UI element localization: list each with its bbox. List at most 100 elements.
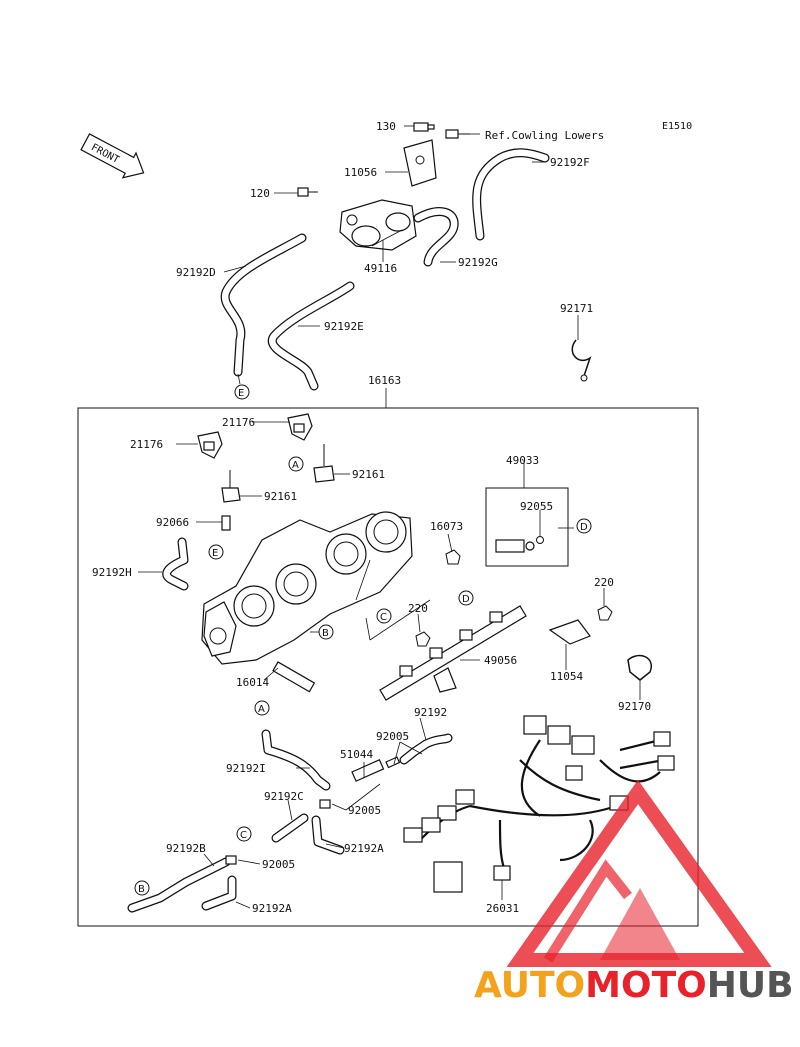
label-49033: 49033 (506, 454, 539, 467)
label-92161-left: 92161 (264, 490, 297, 503)
bracket-11054 (548, 619, 591, 645)
grommet-16073 (445, 549, 461, 565)
bolt-220-left (415, 631, 431, 647)
svg-text:D: D (462, 594, 470, 605)
joint-92005 (225, 799, 331, 865)
label-16073: 16073 (430, 520, 463, 533)
injector-49033 (495, 539, 535, 553)
hose-92192B (127, 857, 231, 913)
label-92005-mid: 92005 (348, 804, 381, 817)
upper-leaders (223, 125, 579, 385)
marker-D-injector: D (576, 518, 592, 534)
label-92005-top: 92005 (376, 730, 409, 743)
label-92192B: 92192B (166, 842, 206, 855)
svg-text:B: B (322, 628, 329, 639)
svg-text:E: E (238, 388, 244, 399)
label-92171: 92171 (560, 302, 593, 315)
svg-text:E: E (212, 548, 218, 559)
hose-92192G (413, 207, 459, 267)
label-92192E: 92192E (324, 320, 364, 333)
fuel-rail-49056 (379, 605, 527, 701)
marker-A-top: A (288, 456, 304, 472)
label-92066: 92066 (156, 516, 189, 529)
watermark-logo (506, 779, 772, 967)
sensor-21176-left (197, 431, 223, 459)
diagram-code: E1510 (662, 121, 692, 132)
marker-E-top: E (234, 384, 250, 400)
throttle-body-assembly (201, 511, 413, 665)
hose-92192I (261, 729, 331, 791)
svg-text:D: D (580, 522, 588, 533)
marker-B-mid: B (318, 624, 334, 640)
grommet-92161-left (221, 470, 241, 503)
air-valve-49116 (339, 199, 417, 251)
label-11054: 11054 (550, 670, 583, 683)
hose-92192A-lower (201, 875, 237, 911)
lower-leaders (203, 717, 503, 909)
label-92055: 92055 (520, 500, 553, 513)
label-92161-right: 92161 (352, 468, 385, 481)
label-92192H: 92192H (92, 566, 132, 579)
label-120: 120 (250, 187, 270, 200)
label-220-right: 220 (594, 576, 614, 589)
wiring-harness-26031 (403, 715, 675, 893)
ref-note: Ref.Cowling Lowers (485, 129, 604, 142)
hose-92192H (162, 537, 189, 591)
label-92192F: 92192F (550, 156, 590, 169)
label-92192D: 92192D (176, 266, 216, 279)
label-21176-right: 21176 (222, 416, 255, 429)
cap-92066 (221, 515, 231, 531)
sensor-21176-right (287, 413, 313, 441)
injector-box-49033 (485, 487, 569, 567)
label-26031: 26031 (486, 902, 519, 915)
label-92192: 92192 (414, 706, 447, 719)
label-92192I: 92192I (226, 762, 266, 775)
valve-51044 (351, 756, 401, 782)
label-92005-low: 92005 (262, 858, 295, 871)
assembly-frame (77, 407, 699, 927)
bracket-11056 (403, 139, 437, 187)
bolt-130 (413, 122, 435, 132)
svg-text:C: C (240, 830, 247, 841)
bolt-ref (445, 129, 470, 139)
hose-92192C (271, 813, 309, 843)
marker-C-low: C (236, 826, 252, 842)
label-11056: 11056 (344, 166, 377, 179)
marker-A-low: A (254, 700, 270, 716)
oring-92055 (536, 536, 544, 544)
clamp-92170 (627, 654, 653, 681)
bolt-120 (297, 187, 318, 197)
label-21176-left: 21176 (130, 438, 163, 451)
marker-D-fuel: D (458, 590, 474, 606)
hose-92192A-upper (311, 815, 345, 855)
clamp-92171 (571, 339, 592, 382)
label-92192C: 92192C (264, 790, 304, 803)
label-49056: 49056 (484, 654, 517, 667)
label-130: 130 (376, 120, 396, 133)
frame-leaders (138, 421, 641, 700)
bolt-220-right (597, 605, 613, 621)
hose-92192D (220, 233, 307, 377)
label-92192A-upper: 92192A (344, 842, 384, 855)
label-92192A-lower: 92192A (252, 902, 292, 915)
sensor-16014 (272, 661, 316, 693)
svg-text:B: B (138, 884, 145, 895)
svg-text:A: A (292, 460, 299, 471)
grommet-92161-right (313, 444, 335, 483)
hose-92192 (399, 733, 453, 765)
svg-text:A: A (258, 704, 265, 715)
marker-E-left: E (208, 544, 224, 560)
marker-C-mid: C (376, 608, 392, 624)
label-16163: 16163 (368, 374, 401, 387)
hose-92192E (267, 281, 355, 391)
marker-B-low: B (134, 880, 150, 896)
label-51044: 51044 (340, 748, 373, 761)
hose-92192F (472, 148, 550, 241)
watermark-text: AUTOMOTOHUB (474, 965, 794, 1006)
label-16014: 16014 (236, 676, 269, 689)
front-arrow-icon: FRONT (80, 133, 145, 179)
label-92192G: 92192G (458, 256, 498, 269)
label-220-left: 220 (408, 602, 428, 615)
label-49116: 49116 (364, 262, 397, 275)
